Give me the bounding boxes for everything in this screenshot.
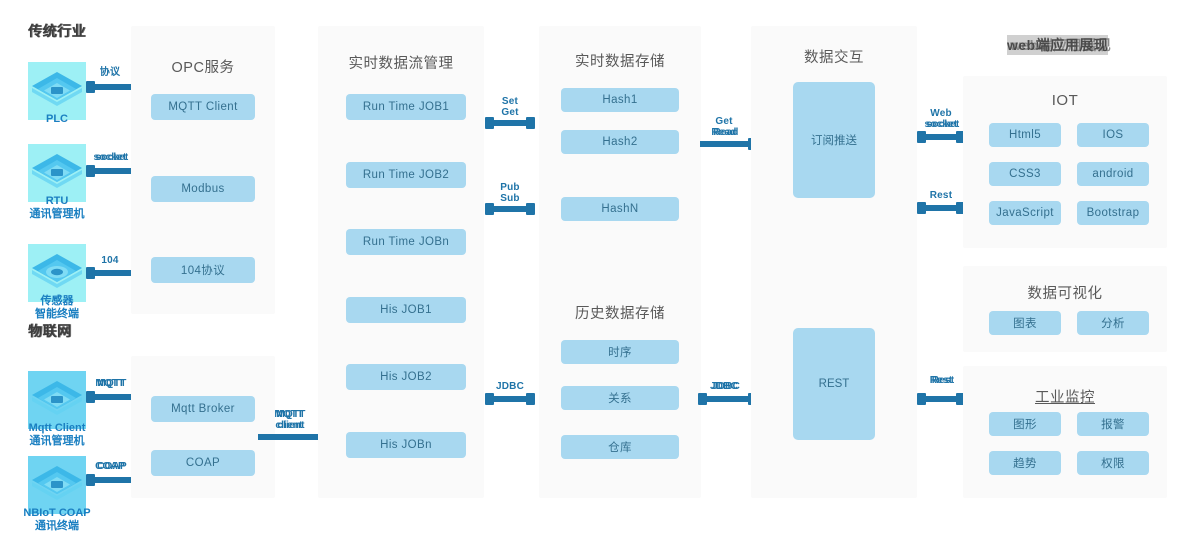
chip-his-jobn[interactable]: His JOBn: [346, 432, 466, 458]
panel-data-exchange: 数据交互 订阅推送 REST: [751, 26, 917, 498]
chip-css3[interactable]: CSS3: [989, 162, 1061, 186]
chip-android[interactable]: android: [1077, 162, 1149, 186]
connector-opc-to-stream: [258, 434, 320, 440]
chip-mqtt-client[interactable]: MQTT Client: [151, 94, 255, 120]
chip-ios[interactable]: IOS: [1077, 123, 1149, 147]
connector-get-label-1: Get: [715, 116, 733, 127]
chip-permission[interactable]: 权限: [1077, 451, 1149, 475]
connector-history-to-exchange-jdbc-label: JDBC: [709, 381, 739, 392]
connector-stream-to-history-jdbc: [485, 393, 535, 405]
heading-web-application-display: web端应用展现: [1007, 35, 1109, 55]
connector-setget-label-1: Set: [501, 96, 519, 107]
connector-rtu-to-opc-label: socket: [93, 152, 127, 163]
connector-stream-to-store-setget: [485, 117, 535, 129]
chip-time-series[interactable]: 时序: [561, 340, 679, 364]
chip-trend[interactable]: 趋势: [989, 451, 1061, 475]
connector-opc-to-stream-label-2: client: [275, 420, 303, 431]
panel-opc-service-title: OPC服务: [171, 60, 235, 76]
device-nbiot-coap-label: NBIoT COAP 通讯终端: [23, 507, 91, 532]
panel-history-store: 历史数据存储 时序 关系 仓库: [539, 266, 701, 498]
chip-run-time-job2[interactable]: Run Time JOB2: [346, 162, 466, 188]
section-heading-iot: 物联网: [28, 323, 72, 339]
chip-104-protocol[interactable]: 104协议: [151, 257, 255, 283]
connector-get-label-2: Read: [711, 127, 737, 138]
panel-data-visualization: 数据可视化 图表 分析: [963, 266, 1167, 352]
device-sensor-label: 传感器 智能终端: [35, 295, 79, 320]
chip-subscribe-push[interactable]: 订阅推送: [793, 82, 875, 198]
panel-realtime-stream-title: 实时数据流管理: [348, 56, 454, 72]
device-mqtt-client-label: Mqtt Client 通讯管理机: [28, 422, 86, 447]
connector-history-to-exchange-jdbc: [698, 393, 757, 405]
connector-pubsub-label-1: Pub: [500, 182, 520, 193]
chip-hash1[interactable]: Hash1: [561, 88, 679, 112]
chip-charts[interactable]: 图表: [989, 311, 1061, 335]
chip-modbus[interactable]: Modbus: [151, 176, 255, 202]
device-rtu-icon: [28, 144, 86, 202]
chip-hashn[interactable]: HashN: [561, 197, 679, 221]
connector-exchange-to-monitor-rest-label: Rest: [929, 375, 953, 386]
connector-mqttclient-to-broker: [86, 391, 132, 403]
connector-websocket-label-1: Web: [930, 108, 952, 119]
panel-history-store-title: 历史数据存储: [575, 306, 665, 322]
device-sensor-icon: [28, 244, 86, 302]
connector-exchange-to-monitor-rest: [917, 393, 965, 405]
panel-industrial-monitor: 工业监控 图形 报警 趋势 权限: [963, 366, 1167, 498]
chip-hash2[interactable]: Hash2: [561, 130, 679, 154]
chip-his-job1[interactable]: His JOB1: [346, 297, 466, 323]
connector-websocket-label-2: socket: [924, 119, 958, 130]
connector-sensor-to-opc: [86, 267, 132, 279]
connector-plc-to-opc: [86, 81, 132, 93]
connector-exchange-to-web-rest: [917, 202, 965, 214]
chip-analysis[interactable]: 分析: [1077, 311, 1149, 335]
device-plc-label: PLC: [46, 113, 68, 125]
connector-sensor-to-opc-label: 104: [101, 255, 119, 266]
device-nbiot-coap-icon: [28, 456, 86, 514]
connector-rtu-to-opc: [86, 165, 132, 177]
connector-plc-to-opc-label: 协议: [99, 67, 121, 78]
panel-realtime-stream: 实时数据流管理 Run Time JOB1 Run Time JOB2 Run …: [318, 26, 484, 498]
chip-relational[interactable]: 关系: [561, 386, 679, 410]
chip-run-time-jobn[interactable]: Run Time JOBn: [346, 229, 466, 255]
panel-industrial-monitor-title: 工业监控: [1035, 390, 1095, 406]
chip-his-job2[interactable]: His JOB2: [346, 364, 466, 390]
connector-pubsub-label-2: Sub: [500, 193, 520, 204]
chip-bootstrap[interactable]: Bootstrap: [1077, 201, 1149, 225]
device-plc-icon: [28, 62, 86, 120]
connector-store-to-exchange-get: [700, 138, 757, 150]
chip-alarm[interactable]: 报警: [1077, 412, 1149, 436]
device-mqtt-client-icon: [28, 371, 86, 429]
panel-realtime-store: 实时数据存储 Hash1 Hash2 HashN: [539, 26, 701, 271]
panel-data-exchange-title: 数据交互: [804, 50, 864, 66]
panel-opc-service: OPC服务 MQTT Client Modbus 104协议: [131, 26, 275, 314]
chip-coap[interactable]: COAP: [151, 450, 255, 476]
chip-rest[interactable]: REST: [793, 328, 875, 440]
connector-stream-to-history-jdbc-label: JDBC: [495, 381, 525, 392]
connector-nbiot-to-coap-label: COAP: [95, 461, 125, 472]
device-rtu-label: RTU 通讯管理机: [29, 195, 85, 220]
chip-mqtt-broker[interactable]: Mqtt Broker: [151, 396, 255, 422]
section-heading-traditional: 传统行业: [28, 23, 86, 39]
chip-javascript[interactable]: JavaScript: [989, 201, 1061, 225]
connector-stream-to-store-pubsub: [485, 203, 535, 215]
connector-setget-label-2: Get: [501, 107, 519, 118]
panel-iot-title: IOT: [1051, 92, 1079, 109]
connector-opc-to-stream-label-1: MQTT: [274, 409, 304, 420]
connector-exchange-to-web-rest-label: Rest: [929, 190, 953, 201]
connector-mqttclient-to-broker-label: MQTT: [95, 378, 125, 389]
connector-exchange-to-web-socket: [917, 131, 965, 143]
chip-html5[interactable]: Html5: [989, 123, 1061, 147]
panel-data-visualization-title: 数据可视化: [1027, 286, 1103, 302]
chip-run-time-job1[interactable]: Run Time JOB1: [346, 94, 466, 120]
connector-nbiot-to-coap: [86, 474, 132, 486]
panel-iot: IOT Html5 IOS CSS3 android JavaScript Bo…: [963, 76, 1167, 248]
chip-graphics[interactable]: 图形: [989, 412, 1061, 436]
chip-warehouse[interactable]: 仓库: [561, 435, 679, 459]
panel-iot-gateway: Mqtt Broker COAP: [131, 356, 275, 498]
panel-realtime-store-title: 实时数据存储: [575, 54, 665, 70]
